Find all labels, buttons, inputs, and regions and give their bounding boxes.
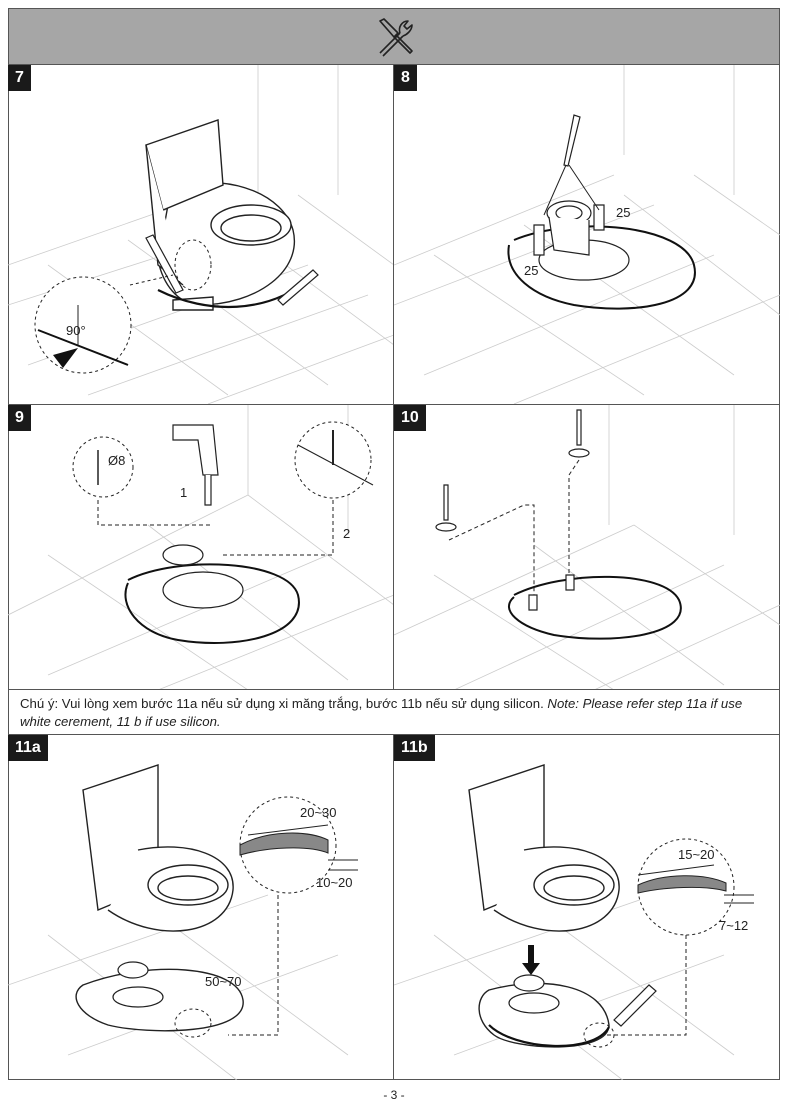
step-7-panel: 7 90° bbox=[8, 65, 394, 404]
step-label: 7 bbox=[8, 65, 31, 91]
step-8-illustration: 25 25 bbox=[394, 65, 780, 404]
step-11a-panel: 11a 50~70 20~30 10~20 bbox=[8, 734, 394, 1080]
step-label: 11a bbox=[8, 735, 48, 761]
dimension-25-right: 25 bbox=[616, 205, 630, 220]
step-label: 11b bbox=[394, 735, 435, 761]
step-10-panel: 10 bbox=[394, 404, 780, 689]
step-9-panel: 9 1 2 Ø8 bbox=[8, 404, 394, 689]
drill-diameter: Ø8 bbox=[108, 453, 125, 468]
step-8-panel: 8 25 25 bbox=[394, 65, 780, 404]
step-10-illustration bbox=[394, 405, 780, 689]
step-9-illustration: 1 2 Ø8 bbox=[8, 405, 393, 689]
gap-bottom-dimension: 10~20 bbox=[316, 875, 353, 890]
step-label: 10 bbox=[394, 405, 426, 431]
page-number: - 3 - bbox=[383, 1088, 405, 1102]
step-1-marker: 1 bbox=[180, 485, 187, 500]
seal-depth-dimension: 50~70 bbox=[205, 974, 242, 989]
note-vietnamese: Chú ý: Vui lòng xem bước 11a nếu sử dụng… bbox=[20, 696, 544, 711]
gap-top-dimension: 20~30 bbox=[300, 805, 337, 820]
gap-bottom-dimension: 7~12 bbox=[719, 918, 748, 933]
angle-dimension: 90° bbox=[66, 323, 86, 338]
step-11a-illustration: 50~70 20~30 10~20 bbox=[8, 764, 358, 1080]
tools-icon bbox=[379, 18, 413, 57]
tools-header bbox=[8, 8, 780, 65]
step-7-illustration: 90° bbox=[8, 65, 393, 404]
installation-note: Chú ý: Vui lòng xem bước 11a nếu sử dụng… bbox=[8, 689, 780, 734]
step-11b-illustration: 15~20 7~12 bbox=[394, 764, 754, 1080]
step-2-marker: 2 bbox=[343, 526, 350, 541]
step-11b-panel: 11b 15~20 7~12 bbox=[394, 734, 780, 1080]
step-label: 8 bbox=[394, 65, 417, 91]
gap-top-dimension: 15~20 bbox=[678, 847, 715, 862]
note-english: Note: Please refer step 11a if use white… bbox=[20, 696, 743, 729]
dimension-25-left: 25 bbox=[524, 263, 538, 278]
step-label: 9 bbox=[8, 405, 31, 431]
